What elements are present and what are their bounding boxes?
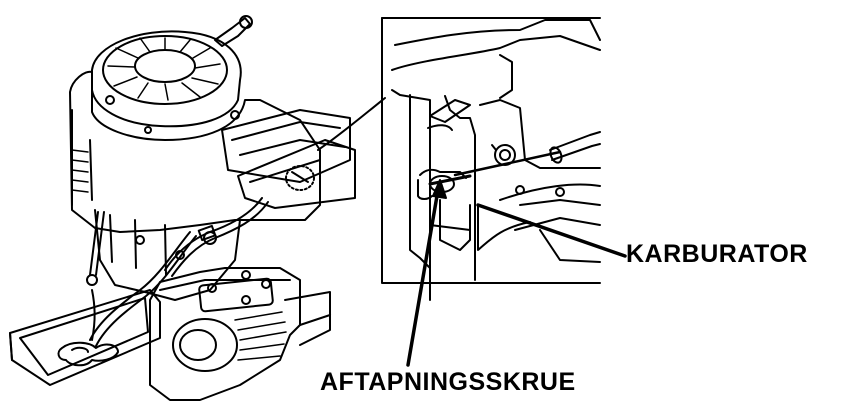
engine-illustration [9, 15, 386, 401]
carburetor-label: KARBURATOR [626, 240, 808, 268]
drain-screw-label: AFTAPNINGSSKRUE [320, 368, 576, 396]
carburetor-detail-inset [381, 17, 601, 301]
drain-screw-arrowhead [432, 179, 447, 199]
drain-screw-callout-line [406, 188, 440, 367]
carburetor-callout-line [476, 203, 627, 258]
